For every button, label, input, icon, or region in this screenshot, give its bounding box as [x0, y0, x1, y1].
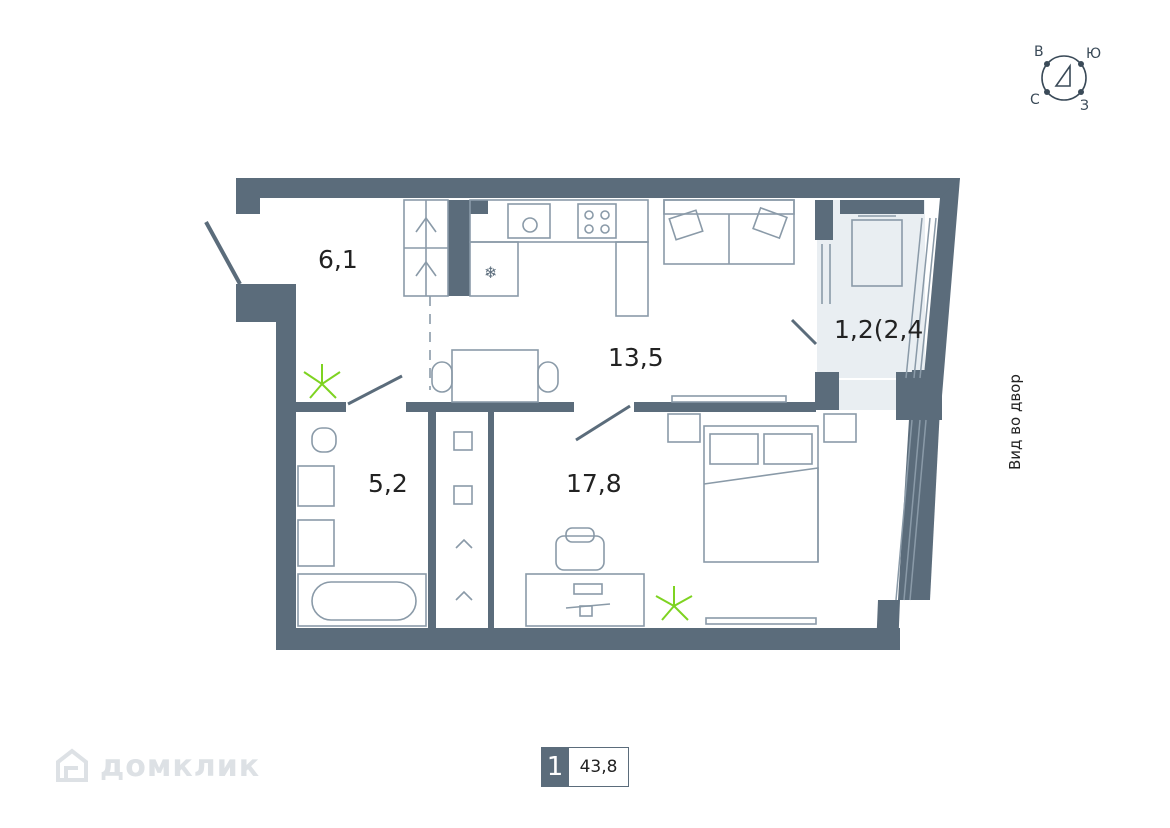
compass-west: З: [1080, 98, 1089, 114]
view-label: Вид во двор: [1006, 374, 1024, 470]
furniture: [204, 199, 903, 627]
room-area-bathroom: 5,2: [368, 469, 408, 498]
plant-icon: [303, 364, 341, 399]
compass-south: Ю: [1086, 46, 1101, 62]
room-count: 1: [541, 747, 569, 787]
snowflake-icon: ❄: [484, 263, 497, 282]
room-area-kitchen-living: 13,5: [608, 343, 664, 372]
compass-north: С: [1030, 92, 1040, 108]
house-logo-icon: [56, 748, 88, 782]
plant-icon: [655, 586, 693, 621]
room-area-balcony: 1,2(2,4: [834, 315, 923, 344]
summary-badge: 1 43,8: [541, 747, 629, 787]
room-area-bedroom: 17,8: [566, 469, 622, 498]
balcony-floor: [817, 200, 925, 378]
compass-east: В: [1034, 44, 1044, 60]
compass-icon: [1041, 55, 1087, 101]
watermark-text: домклик: [100, 748, 261, 784]
room-area-hall: 6,1: [318, 245, 358, 274]
windows: [895, 217, 937, 601]
watermark: домклик: [52, 746, 260, 786]
total-area: 43,8: [569, 747, 629, 787]
